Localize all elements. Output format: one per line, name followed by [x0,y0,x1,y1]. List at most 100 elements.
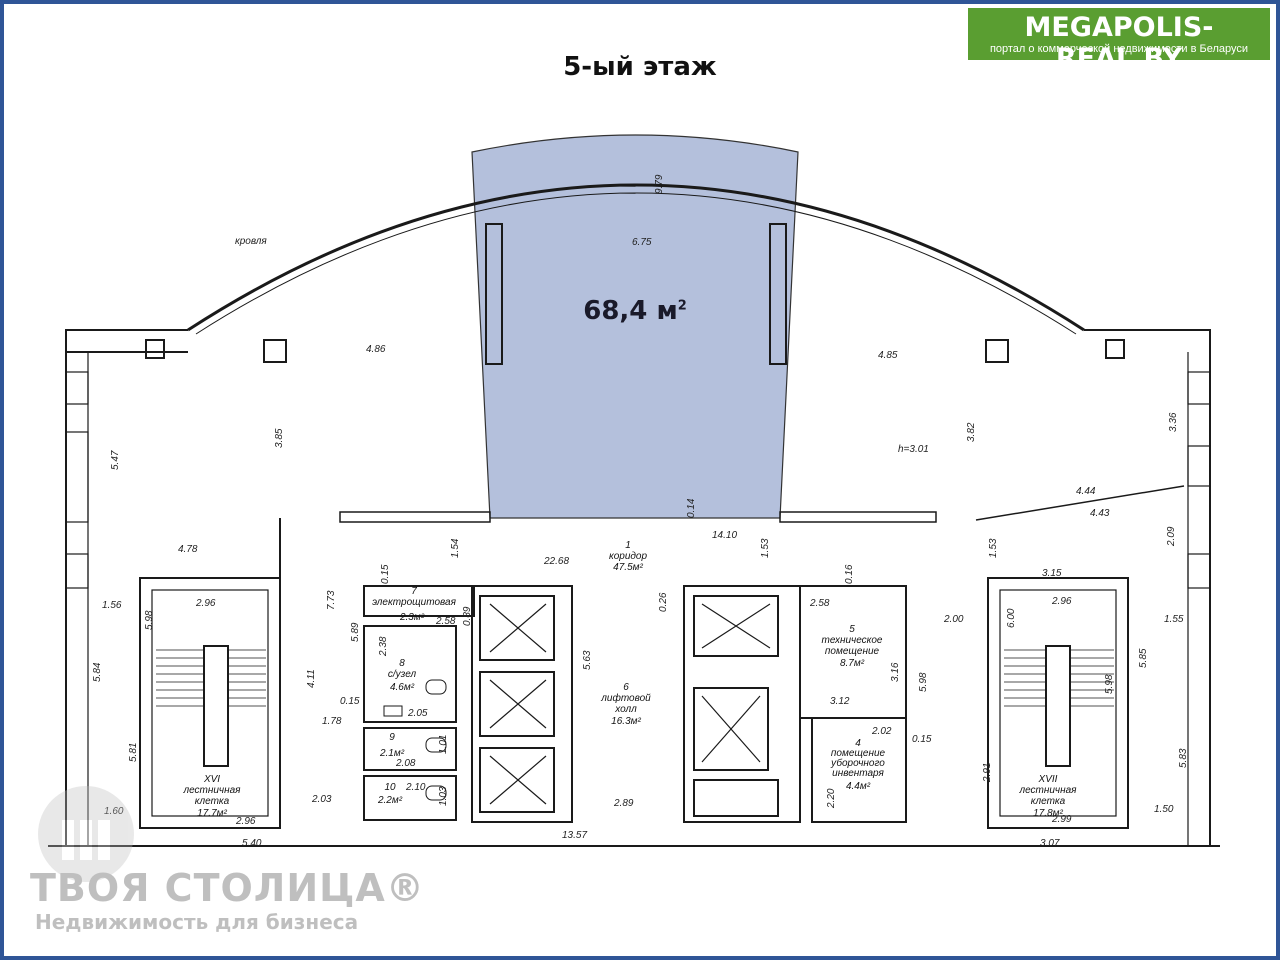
svg-text:17.8м²: 17.8м² [1033,808,1063,819]
svg-text:7: 7 [411,586,417,597]
stair-treads [156,649,1114,707]
megapolis-logo[interactable]: MEGAPOLIS-REAL.BY портал о коммерческой … [968,8,1270,74]
dim-label: 4.78 [178,544,198,555]
svg-text:XVII: XVII [1038,774,1058,785]
svg-text:помещение: помещение [831,748,886,759]
dim-label: 0.89 [462,606,473,626]
dim-label: 0.26 [658,592,669,612]
svg-text:лестничная: лестничная [1018,785,1077,796]
plan-text: кровля h=3.01 9.79 6.75 4.86 4.85 3.85 3… [92,174,1189,849]
room-technical[interactable]: 5 техническое помещение 8.7м² [822,624,883,669]
dim-label: 4.44 [1076,486,1096,497]
dim-label: 3.07 [1040,838,1060,849]
page-title: 5-ый этаж [563,52,717,82]
svg-text:5: 5 [849,624,855,635]
dim-label: 1.56 [102,600,122,611]
highlighted-area[interactable] [471,134,799,519]
svg-text:1: 1 [625,540,631,551]
dim-label: 1.03 [438,786,449,806]
svg-text:17.7м²: 17.7м² [197,808,227,819]
dim-label: 1.50 [1154,804,1174,815]
dim-label: 0.15 [380,564,391,584]
dim-label: 5.98 [918,672,929,692]
dim-label: 4.86 [366,344,386,355]
dim-label: 4.85 [878,350,898,361]
dim-label: 1.01 [438,735,449,754]
dim-label: 2.91 [982,763,993,783]
room-cleaning[interactable]: 4 помещение уборочного инвентаря 4.4м² [830,738,885,792]
svg-text:9: 9 [389,732,395,743]
svg-text:2.1м²: 2.1м² [379,748,405,759]
lift-shafts [489,603,771,805]
dim-label: 0.15 [912,734,932,745]
room-stair-16[interactable]: XVI лестничная клетка 17.7м² [182,774,241,819]
dim-label: 1.55 [1164,614,1184,625]
dim-label: 1.53 [988,538,999,558]
dim-label: 3.82 [966,422,977,442]
dim-label: 2.99 [1051,814,1072,825]
dim-label: 6.00 [1006,608,1017,628]
room-wc-8[interactable]: 8 с/узел 4.6м² [388,658,417,693]
dim-label: 3.85 [274,428,285,448]
dim-label: 2.38 [378,636,389,657]
dim-label: 0.14 [686,498,697,518]
dim-label: 1.54 [450,538,461,558]
svg-text:лифтовой: лифтовой [600,692,651,704]
svg-text:4.6м²: 4.6м² [390,682,415,693]
dim-label: 7.73 [326,590,337,610]
svg-text:XVI: XVI [203,774,220,785]
svg-text:электрощитовая: электрощитовая [372,597,456,608]
dim-label: 2.05 [407,708,428,719]
svg-text:помещение: помещение [825,646,880,657]
dim-label: 2.02 [871,726,892,737]
svg-text:техническое: техническое [822,635,883,646]
dim-label: 5.81 [128,743,139,762]
dim-label: 0.15 [340,696,360,707]
dim-label: 2.00 [943,614,964,625]
svg-text:холл: холл [614,704,637,715]
dim-label: 2.96 [235,816,256,827]
highlighted-area-size: 68,4 м2 [560,296,710,326]
watermark-emblem [38,786,134,882]
dim-label: 5.83 [1178,748,1189,768]
dim-label: 9.79 [654,174,665,194]
room-electrical[interactable]: 7 электрощитовая 2.3м² [372,586,456,623]
dim-label: 2.08 [395,758,416,769]
dim-label: 2.09 [1166,526,1177,547]
room-wc-9[interactable]: 9 2.1м² [379,732,405,759]
room-corridor[interactable]: 1 коридор 47.5м² [609,540,647,573]
svg-text:клетка: клетка [1031,796,1066,807]
dim-label: 5.47 [110,450,121,470]
dim-label: 2.20 [826,788,837,809]
dim-label: 1.78 [322,716,342,727]
room-wc-10[interactable]: 10 2.2м² [377,782,403,806]
dim-label: 14.10 [712,530,737,541]
dim-label: 2.96 [195,598,216,609]
svg-text:клетка: клетка [195,796,230,807]
logo-name: MEGAPOLIS-REAL.BY [1024,12,1214,74]
dim-label: 3.16 [890,662,901,682]
dim-label: 5.98 [1104,674,1115,694]
svg-text:8: 8 [399,658,405,669]
wall-lines [48,183,1220,847]
dim-label: 3.15 [1042,568,1062,579]
svg-text:6: 6 [623,682,629,693]
room-lift-hall[interactable]: 6 лифтовой холл 16.3м² [600,682,651,727]
svg-text:инвентаря: инвентаря [832,768,884,779]
dim-label: 1.60 [104,806,124,817]
svg-text:2.3м²: 2.3м² [399,612,425,623]
watermark-tagline: Недвижимость для бизнеса [35,910,359,934]
dim-label: 5.63 [582,650,593,670]
dim-label: 6.75 [632,237,652,248]
watermark-brand: ТВОЯ СТОЛИЦА® [30,866,425,910]
svg-text:8.7м²: 8.7м² [840,658,865,669]
svg-text:16.3м²: 16.3м² [611,716,641,727]
logo-tagline: портал о коммерческой недвижимости в Бел… [989,43,1249,55]
dim-label: 4.11 [306,669,317,688]
dim-label: 2.10 [405,782,426,793]
room-stair-17[interactable]: XVII лестничная клетка 17.8м² [1018,774,1077,819]
sanitary-fixtures [383,679,447,801]
dim-label: 2.03 [311,794,332,805]
roof-label: кровля [235,236,267,247]
